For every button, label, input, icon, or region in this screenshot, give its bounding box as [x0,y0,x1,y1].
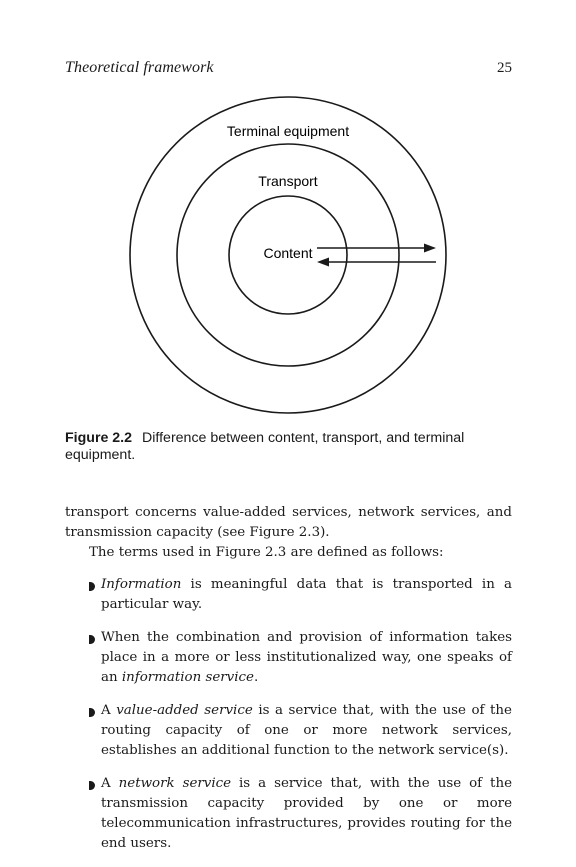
definition-list: Information is meaningful data that is t… [65,575,512,854]
bullet-icon [89,582,95,591]
definition-text: is a service that, with the use of the r… [101,703,512,758]
concentric-rings-diagram: Terminal equipment Transport Content [129,96,447,414]
middle-ring [176,143,400,367]
figure-caption-label: Figure 2.2 [65,430,133,446]
paragraph: The terms used in Figure 2.3 are defined… [89,545,444,560]
paragraph: transport concerns value-added services,… [65,505,512,540]
outer-ring [129,96,447,414]
definition-term: Information [101,577,182,592]
definition-text: is meaningful data that is transported i… [101,577,512,612]
bullet-icon [89,781,95,790]
definition-prefix: A [101,703,117,718]
running-header-title: Theoretical framework [65,59,214,76]
definition-text: is a service that, with the use of the t… [101,776,512,851]
definition-term: network service [118,776,232,791]
definition-item: When the combination and provision of in… [65,628,512,688]
figure-caption-text: Difference between content, transport, a… [65,430,465,463]
definition-item: A value-added service is a service that,… [65,701,512,761]
definition-item: A network service is a service that, wit… [65,774,512,854]
definition-term: information service [121,670,254,685]
page-number: 25 [497,60,512,76]
middle-ring-label: Transport [258,173,318,189]
definition-prefix: When the combination and provision of in… [101,630,512,685]
definition-text: . [253,670,259,685]
definition-prefix: A [101,776,119,791]
inner-ring [228,195,348,315]
incoming-arrow [317,257,436,267]
bullet-icon [89,708,95,717]
definition-term: value-added service [116,703,253,718]
bullet-icon [89,635,95,644]
outer-ring-label: Terminal equipment [227,123,349,139]
definition-item: Information is meaningful data that is t… [65,575,512,615]
body-text: transport concerns value-added services,… [65,503,512,867]
inner-ring-label: Content [263,245,312,261]
outgoing-arrow [317,243,436,253]
